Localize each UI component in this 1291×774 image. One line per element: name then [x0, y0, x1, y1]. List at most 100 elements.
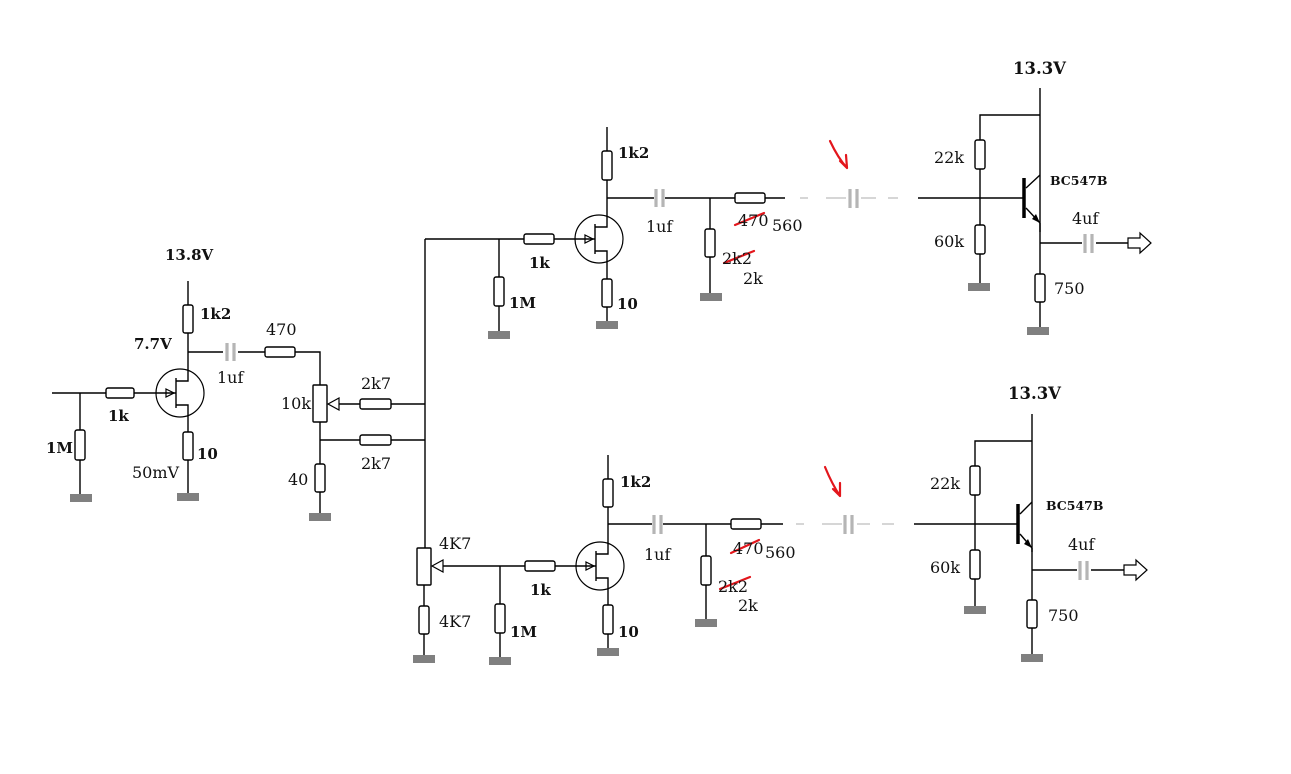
red-arrow-icon-lower [823, 465, 842, 498]
jfet-q2-icon [574, 214, 624, 264]
series-470-resistor [264, 346, 296, 358]
lower-shunt-old-label: 2k2 [718, 577, 748, 596]
upper-bias-60k-resistor [974, 224, 986, 255]
ground-icon [596, 321, 618, 329]
lower-bias-22k-resistor [969, 465, 981, 496]
branch-top-resistor-label: 2k7 [361, 374, 391, 393]
upper-shunt-old-label: 2k2 [722, 249, 752, 268]
upper-source-resistor-label: 10 [617, 295, 638, 313]
upper-gate-1m-resistor [493, 276, 505, 307]
strike-470-lower [729, 538, 761, 555]
wiper-arrow-icon [430, 558, 444, 574]
ground-icon [413, 655, 435, 663]
lower-4k7-resistor [418, 605, 430, 635]
volume-pot [312, 384, 328, 423]
ground-icon [695, 619, 717, 627]
lower-output-arrow-icon [1123, 558, 1148, 582]
lower-shunt-resistor [700, 555, 712, 586]
ground-icon [177, 493, 199, 501]
input-1k-resistor [105, 387, 135, 399]
lower-series-new-label: 560 [765, 543, 796, 562]
upper-source-resistor [601, 278, 613, 308]
q1-source-resistor [182, 431, 194, 461]
input-1m-resistor [74, 429, 86, 461]
lower-bias-bottom-label: 60k [930, 558, 960, 577]
upper-drain-resistor [601, 150, 613, 181]
lower-transistor-label: BC547B [1046, 498, 1103, 513]
strike-2k2-lower [718, 575, 752, 591]
lower-buffer [914, 414, 1148, 662]
ground-icon [488, 331, 510, 339]
stage1-cap-label: 1uf [217, 368, 244, 387]
jfet-q1-icon [155, 368, 205, 418]
ground-icon [700, 293, 722, 301]
input-stage [52, 239, 426, 548]
red-arrow-icon-upper [828, 139, 849, 170]
ground-icon [1021, 654, 1043, 662]
upper-cap-label: 1uf [646, 217, 673, 236]
stage1-source-resistor-label: 10 [197, 445, 218, 463]
labels: 13.8V 1k2 7.7V 1k 1M 10 50mV 1uf 470 10k… [46, 59, 1107, 641]
upper-series-old-label: 470 [738, 211, 769, 230]
lower-gate-pulldown-label: 1M [510, 623, 537, 641]
upper-series-new-label: 560 [772, 216, 803, 235]
ground-icon [968, 283, 990, 291]
upper-shunt-resistor [704, 228, 716, 258]
stage1-bottom-resistor-label: 40 [288, 470, 308, 489]
upper-gate-1k-resistor [523, 233, 555, 245]
q1-drain-resistor [182, 304, 194, 334]
lower-pot-top-label: 4K7 [439, 534, 471, 553]
ground-icon [309, 513, 331, 521]
stage1-pot-label: 10k [281, 394, 311, 413]
strike-470-upper [733, 211, 766, 227]
lower-cap-label: 1uf [644, 545, 671, 564]
upper-series-resistor [734, 192, 766, 204]
lower-gate-1k-resistor [524, 560, 556, 572]
stage1-gate-pulldown-label: 1M [46, 439, 73, 457]
lower-pot-bottom-label: 4K7 [439, 612, 471, 631]
upper-branch [425, 127, 898, 339]
branch-2k7-resistor-bottom [359, 434, 392, 446]
upper-emitter-resistor-label: 750 [1054, 279, 1085, 298]
lower-drain-resistor-label: 1k2 [620, 473, 651, 491]
upper-output-cap-label: 4uf [1072, 209, 1099, 228]
lower-buffer-supply-label: 13.3V [1008, 384, 1062, 403]
upper-emitter-750-resistor [1034, 273, 1046, 303]
stage1-drain-voltage-label: 7.7V [134, 335, 172, 353]
ground-icon [489, 657, 511, 665]
upper-buffer [918, 88, 1152, 335]
upper-gate-resistor-label: 1k [529, 254, 550, 272]
upper-buffer-supply-label: 13.3V [1013, 59, 1067, 78]
stage1-supply-label: 13.8V [165, 246, 214, 264]
lower-bias-top-label: 22k [930, 474, 960, 493]
lower-emitter-750-resistor [1026, 599, 1038, 629]
stage1-gate-resistor-label: 1k [108, 407, 129, 425]
lower-bias-60k-resistor [969, 549, 981, 580]
branch-bottom-resistor-label: 2k7 [361, 454, 391, 473]
stage1-source-voltage-label: 50mV [132, 463, 180, 482]
branch-2k7-resistor-top [359, 398, 392, 410]
stage1-series-resistor-label: 470 [266, 320, 297, 339]
pot-40-resistor [314, 463, 326, 493]
lower-shunt-new-label: 2k [738, 596, 758, 615]
lower-4k7-pot [416, 547, 432, 586]
ground-icon [70, 494, 92, 502]
lower-gate-1m-resistor [494, 603, 506, 634]
strike-2k2-upper [722, 249, 756, 265]
lower-series-resistor [730, 518, 762, 530]
lower-source-resistor-label: 10 [618, 623, 639, 641]
upper-transistor-label: BC547B [1050, 173, 1107, 188]
upper-output-arrow-icon [1127, 231, 1152, 255]
jfet-q3-icon [575, 541, 625, 591]
upper-shunt-new-label: 2k [743, 269, 763, 288]
lower-emitter-resistor-label: 750 [1048, 606, 1079, 625]
lower-branch [413, 455, 894, 665]
lower-series-old-label: 470 [733, 539, 764, 558]
wiper-arrow-icon [326, 396, 340, 412]
lower-gate-resistor-label: 1k [530, 581, 551, 599]
upper-bias-22k-resistor [974, 139, 986, 170]
upper-gate-pulldown-label: 1M [509, 294, 536, 312]
lower-output-cap-label: 4uf [1068, 535, 1095, 554]
upper-bias-bottom-label: 60k [934, 232, 964, 251]
